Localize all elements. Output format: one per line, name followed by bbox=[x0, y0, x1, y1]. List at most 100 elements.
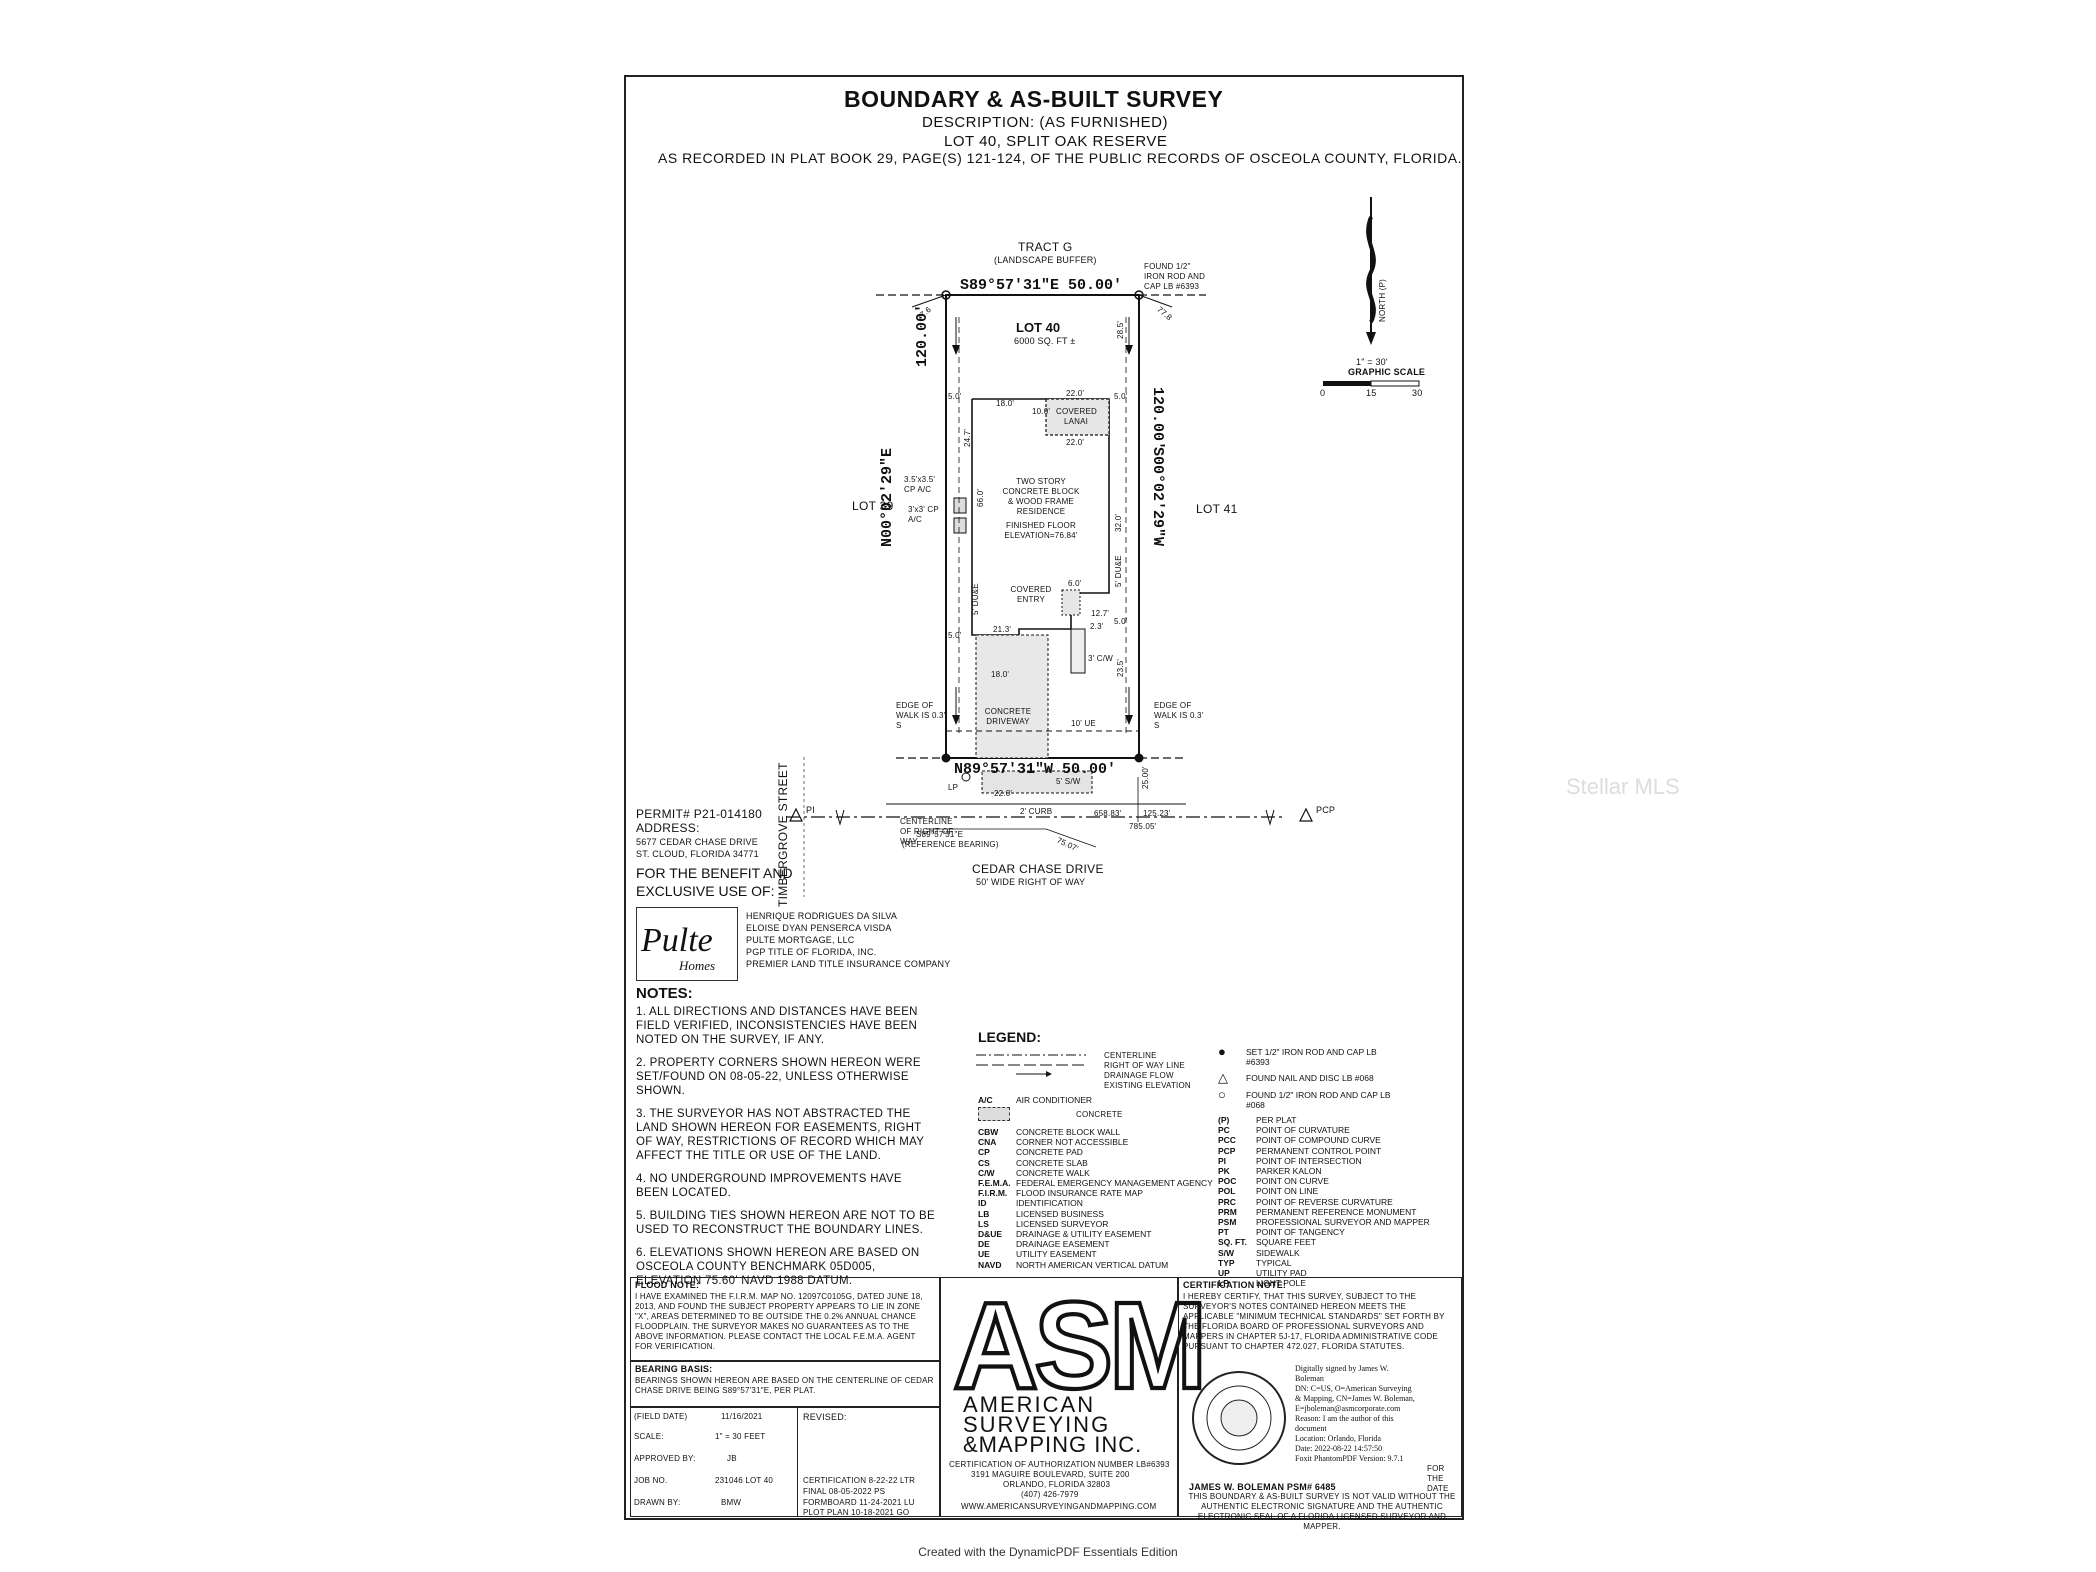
dim-247: 24.7' bbox=[963, 428, 972, 447]
legend-ac-key: A/C bbox=[978, 1095, 993, 1105]
tract-label: TRACT G bbox=[1018, 240, 1073, 254]
pdf-footer: Created with the DynamicPDF Essentials E… bbox=[918, 1545, 1178, 1559]
address-line-2: ST. CLOUD, FLORIDA 34771 bbox=[636, 849, 759, 859]
sig-line: Digitally signed by James W. bbox=[1295, 1364, 1389, 1373]
scale-tick-30: 30 bbox=[1412, 388, 1423, 398]
legend-abbr-key: PRM bbox=[1218, 1206, 1237, 1217]
dim-213: 21.3' bbox=[993, 625, 1012, 634]
graphic-scale-title: GRAPHIC SCALE bbox=[1348, 367, 1426, 377]
revision-1: CERTIFICATION 8-22-22 LTR bbox=[803, 1476, 916, 1485]
residence-label: TWO STORY CONCRETE BLOCK & WOOD FRAME RE… bbox=[1002, 477, 1080, 516]
legend-abbr-key: PRC bbox=[1218, 1196, 1236, 1207]
dim-235: 23.5' bbox=[1116, 658, 1125, 677]
legend-abbr-value: POINT ON CURVE bbox=[1256, 1176, 1329, 1187]
plot-plan-drawing bbox=[786, 197, 1420, 897]
legend-abbr-key: PSM bbox=[1218, 1217, 1237, 1228]
legend-abbr-key: PCP bbox=[1218, 1145, 1236, 1156]
legend-elevation: EXISTING ELEVATION bbox=[1104, 1081, 1191, 1090]
party-2: ELOISE DYAN PENSERCA VISDA bbox=[746, 923, 892, 933]
edge-walk-left: EDGE OF WALK IS 0.3' S bbox=[896, 701, 946, 730]
legend-abbr-key: POL bbox=[1218, 1186, 1236, 1197]
legend-abbr-key: PI bbox=[1218, 1155, 1227, 1166]
legend-abbr-value: POINT OF INTERSECTION bbox=[1256, 1155, 1362, 1166]
legend-abbr-value: LIGHT POLE bbox=[1256, 1278, 1306, 1289]
dist-658: 658.83' bbox=[1094, 809, 1122, 818]
legend-abbr-key: PK bbox=[1218, 1166, 1230, 1177]
address-label: ADDRESS: bbox=[636, 821, 700, 835]
legend-abbr-value: CONCRETE SLAB bbox=[1016, 1157, 1088, 1168]
centerline-label: CENTERLINE OF RIGHT OF WAY bbox=[900, 817, 954, 846]
legend-abbr-row: PSM PROFESSIONAL SURVEYOR AND MAPPER bbox=[1218, 1217, 1458, 1227]
legend-abbr-value: PER PLAT bbox=[1256, 1115, 1297, 1125]
legend-abbr-value: NORTH AMERICAN VERTICAL DATUM bbox=[1016, 1259, 1169, 1270]
party-1: HENRIQUE RODRIGUES DA SILVA bbox=[746, 911, 898, 921]
dist-785: 785.05' bbox=[1129, 822, 1157, 831]
walk-label: 3' C/W bbox=[1088, 654, 1113, 663]
legend-abbr-value: CONCRETE WALK bbox=[1016, 1167, 1090, 1178]
right-distance: 120.00' bbox=[1149, 387, 1166, 451]
ref-bearing-sub: (REFERENCE BEARING) bbox=[902, 840, 999, 849]
legend-abbr-row: SQ. FT.SQUARE FEET bbox=[1218, 1237, 1458, 1247]
legend-abbr-key: CS bbox=[978, 1157, 990, 1168]
legend-abbr-value: FLOOD INSURANCE RATE MAP bbox=[1016, 1188, 1143, 1199]
flood-note-text: I HAVE EXAMINED THE F.I.R.M. MAP NO. 120… bbox=[635, 1292, 923, 1351]
certification-text: I HEREBY CERTIFY, THAT THIS SURVEY, SUBJ… bbox=[1183, 1292, 1445, 1351]
driveway-label: CONCRETE DRIVEWAY bbox=[984, 707, 1032, 726]
revision-4: PLOT PLAN 10-18-2021 GO bbox=[803, 1508, 910, 1517]
pulte-logo-sub: Homes bbox=[679, 958, 716, 973]
scale-tick-15: 15 bbox=[1366, 388, 1377, 398]
covered-lanai-label: COVERED LANAI bbox=[1056, 407, 1097, 426]
legend-abbr-value: POINT OF REVERSE CURVATURE bbox=[1256, 1196, 1393, 1207]
legend-concrete-swatch bbox=[978, 1107, 1010, 1121]
company-block: ASM AMERICAN SURVEYING &MAPPING INC. CER… bbox=[940, 1275, 1209, 1517]
lot-41-label: LOT 41 bbox=[1196, 502, 1238, 516]
legend-abbr-value: POINT OF COMPOUND CURVE bbox=[1256, 1135, 1381, 1146]
legend-abbr-key: UP bbox=[1218, 1268, 1230, 1279]
sig-line: Date: 2022-08-22 14:57:50 bbox=[1295, 1444, 1383, 1453]
surveyor-name: JAMES W. BOLEMAN PSM# 6485 bbox=[1189, 1482, 1336, 1492]
left-bearing: N00°02'29"E bbox=[879, 447, 896, 547]
legend-abbr-value: PERMANENT CONTROL POINT bbox=[1256, 1145, 1382, 1156]
revision-3: FORMBOARD 11-24-2021 LU bbox=[803, 1498, 915, 1507]
legend-symbols: ●SET 1/2" IRON ROD AND CAP LB #6393 △FOU… bbox=[1218, 1045, 1458, 1116]
company-name-3: &MAPPING INC. bbox=[963, 1432, 1143, 1457]
legend-symbol-value: FOUND 1/2" IRON ROD AND CAP LB #068 bbox=[1246, 1089, 1391, 1110]
right-bearing: S00°02'29"W bbox=[1149, 447, 1166, 547]
legend-abbr-key: ID bbox=[978, 1198, 987, 1209]
note-5: 5. BUILDING TIES SHOWN HEREON ARE NOT TO… bbox=[636, 1210, 935, 1236]
permit-number: PERMIT# P21-014180 bbox=[636, 807, 763, 821]
pulte-logo-text: Pulte bbox=[641, 922, 713, 959]
legend-abbr-value: PROFESSIONAL SURVEYOR AND MAPPER bbox=[1256, 1217, 1430, 1228]
dim-5-right-bottom: 5.0' bbox=[1114, 617, 1128, 626]
legend-abbr-value: LICENSED SURVEYOR bbox=[1016, 1218, 1109, 1229]
legend-drainage: DRAINAGE FLOW bbox=[1104, 1071, 1174, 1080]
dim-5-right-top: 5.0' bbox=[1114, 392, 1128, 401]
certification-block: CERTIFICATION NOTE: I HEREBY CERTIFY, TH… bbox=[1178, 1277, 1462, 1531]
legend-abbr-value: TYPICAL bbox=[1256, 1257, 1292, 1268]
flood-note-box: FLOOD NOTE: I HAVE EXAMINED THE F.I.R.M.… bbox=[630, 1277, 940, 1361]
survey-title: BOUNDARY & AS-BUILT SURVEY bbox=[844, 86, 1224, 112]
lot-39-label: LOT 39 bbox=[852, 499, 894, 513]
scale-value: 1" = 30 FEET bbox=[715, 1432, 766, 1441]
legend-abbr-value: FEDERAL EMERGENCY MANAGEMENT AGENCY bbox=[1016, 1178, 1213, 1189]
note-6: 6. ELEVATIONS SHOWN HEREON ARE BASED ON … bbox=[636, 1247, 920, 1287]
legend-abbr-key: DE bbox=[978, 1239, 990, 1250]
dim-127: 12.7' bbox=[1091, 609, 1110, 618]
bottom-bearing: N89°57'31"W 50.00' bbox=[954, 761, 1117, 778]
company-addr-1: 3191 MAGUIRE BOULEVARD, SUITE 200 bbox=[971, 1470, 1130, 1479]
legend-abbr-key: TYP bbox=[1218, 1257, 1235, 1268]
dist-125: 125.23' bbox=[1143, 809, 1171, 818]
party-3: PULTE MORTGAGE, LLC bbox=[746, 935, 855, 945]
tract-sub-label: (LANDSCAPE BUFFER) bbox=[994, 255, 1097, 265]
edge-walk-right: EDGE OF WALK IS 0.3' S bbox=[1154, 701, 1204, 730]
legend-abbr-row: (P)PER PLAT bbox=[1218, 1115, 1458, 1125]
notes-heading: NOTES: bbox=[636, 985, 693, 1002]
sidewalk-label: 5' S/W bbox=[1056, 777, 1081, 786]
